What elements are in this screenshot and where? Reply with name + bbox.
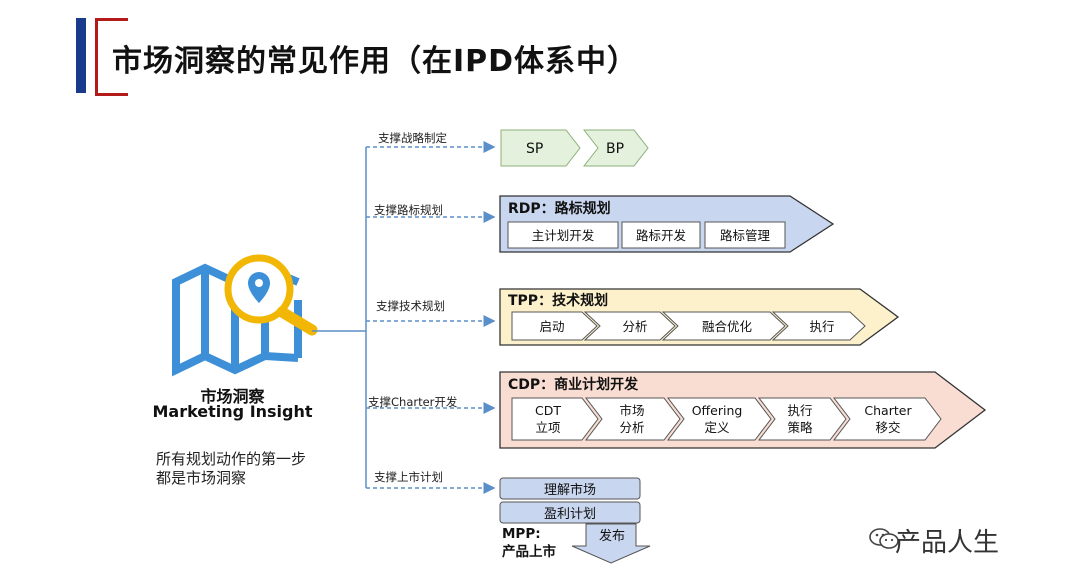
cdp-step-4-line2: 策略: [787, 420, 813, 435]
bp-label: BP: [606, 141, 624, 157]
cdp-step-2-line2: 分析: [619, 420, 644, 435]
mpp-label-line1: MPP:: [502, 526, 541, 542]
tpp-step-1-label: 启动: [539, 319, 564, 334]
rdp-block: RDP：路标规划 主计划开发 路标开发 路标管理: [499, 195, 835, 253]
mpp-release-label: 发布: [599, 528, 625, 544]
cdp-step-4-line1: 执行: [787, 403, 812, 418]
tpp-title: TPP：技术规划: [508, 292, 608, 309]
mpp-block: 理解市场 盈利计划 发布 MPP: 产品上市: [499, 477, 651, 564]
rdp-box-1-label: 主计划开发: [532, 228, 595, 243]
wechat-icon: [869, 528, 899, 549]
bp-chevron: [582, 129, 649, 167]
tpp-step-4-label: 执行: [809, 319, 834, 334]
mpp-release-arrow: [571, 523, 651, 564]
tpp-step-2: [583, 311, 676, 341]
rdp-box-1: [507, 221, 619, 249]
branch-label-strategy: 支撑战略制定: [378, 131, 447, 145]
mpp-box-2-label: 盈利计划: [544, 507, 596, 522]
page-title: 市场洞察的常见作用（在IPD体系中）: [112, 44, 639, 79]
cdp-block: CDP：商业计划开发 CDT 立项 市场 分析 Offering 定义 执行 策…: [499, 371, 987, 449]
cdp-step-3-line1: Offering: [692, 403, 743, 418]
rdp-box-3-label: 路标管理: [720, 228, 771, 243]
cdp-title: CDP：商业计划开发: [508, 376, 639, 393]
mpp-label-line2: 产品上市: [502, 543, 556, 560]
insight-note-line2: 都是市场洞察: [156, 469, 247, 487]
sp-label: SP: [526, 141, 543, 157]
cdp-step-3: [666, 397, 772, 441]
cdp-step-2-line1: 市场: [619, 403, 644, 418]
tpp-step-1: [511, 311, 598, 341]
insight-name-en: Marketing Insight: [152, 402, 313, 421]
tpp-step-4: [771, 311, 866, 341]
branch-label-roadmap: 支撑路标规划: [374, 203, 443, 217]
insight-name-cn: 市场洞察: [200, 387, 265, 406]
insight-note-line1: 所有规划动作的第一步: [156, 450, 307, 468]
branch-label-charter: 支撑Charter开发: [368, 395, 458, 409]
cdp-step-2: [584, 397, 681, 441]
cdp-step-5-line2: 移交: [875, 420, 900, 435]
title-accent-bar: [76, 18, 86, 93]
map-insight-icon: [172, 254, 318, 377]
tpp-step-3-label: 融合优化: [702, 319, 753, 334]
rdp-box-2: [621, 221, 701, 249]
rdp-box-3: [704, 221, 786, 249]
mpp-box-1: [499, 477, 641, 500]
tpp-step-3: [661, 311, 786, 341]
rdp-title: RDP：路标规划: [508, 200, 611, 217]
connector-lines: [312, 141, 496, 494]
cdp-step-1-line2: 立项: [535, 420, 560, 435]
cdp-step-1-line1: CDT: [535, 403, 561, 418]
cdp-step-5-line1: Charter: [864, 403, 912, 418]
rdp-box-2-label: 路标开发: [636, 228, 687, 243]
watermark-text: 产品人生: [895, 528, 1000, 558]
cdp-step-5: [832, 397, 942, 441]
cdp-step-3-line2: 定义: [704, 420, 730, 435]
sp-bp-row: SP BP: [500, 129, 649, 167]
title-accent-bracket: [95, 18, 128, 96]
sp-chevron: [500, 129, 581, 167]
cdp-step-1: [511, 397, 599, 441]
mpp-box-2: [499, 501, 641, 524]
branch-label-launch: 支撑上市计划: [374, 470, 443, 484]
branch-label-tech: 支撑技术规划: [376, 299, 445, 313]
tpp-step-2-label: 分析: [622, 319, 647, 334]
mpp-box-1-label: 理解市场: [544, 482, 596, 498]
tpp-block: TPP：技术规划 启动 分析 融合优化 执行: [499, 288, 900, 346]
cdp-step-4: [757, 397, 847, 441]
